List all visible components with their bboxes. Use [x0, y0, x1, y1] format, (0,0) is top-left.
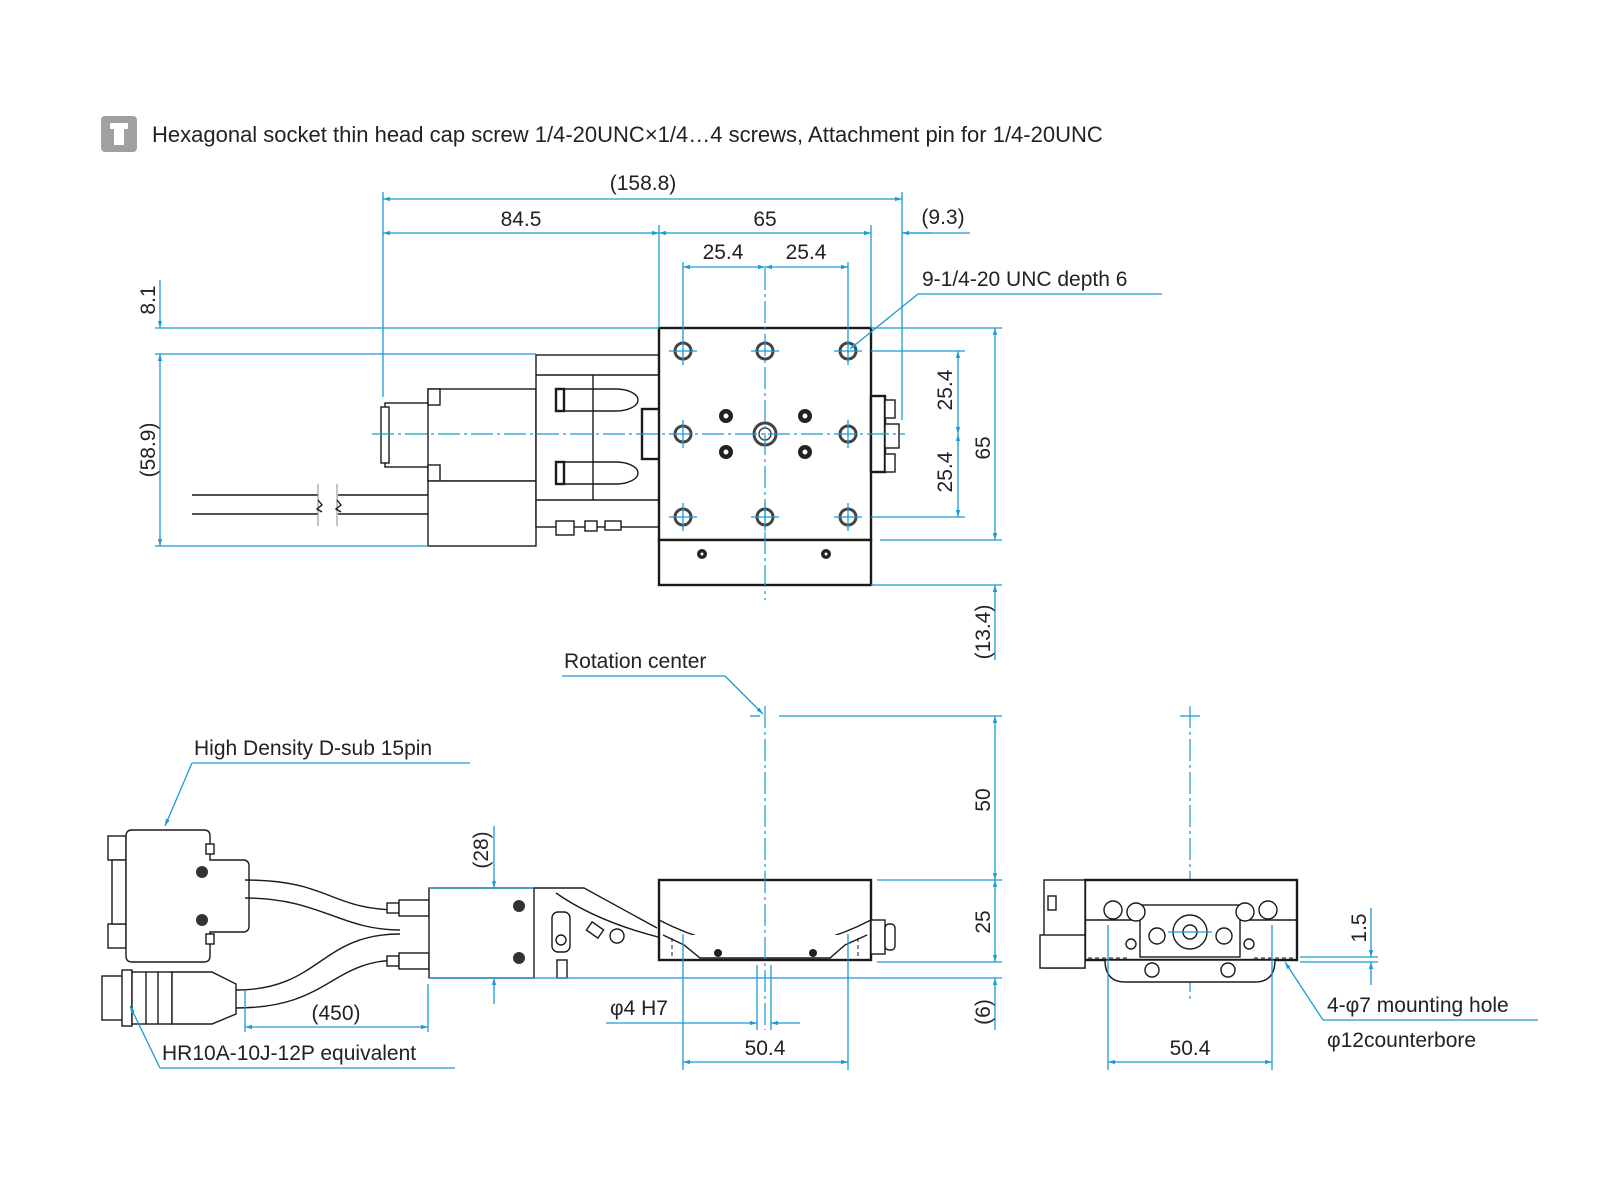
- hr10-connector: [101, 969, 237, 1027]
- dim-hole-pitch-1: 25.4: [703, 241, 744, 264]
- stage-side: [657, 878, 896, 962]
- hr10-label: HR10A-10J-12P equivalent: [162, 1042, 416, 1065]
- cable-break: [192, 484, 428, 526]
- dim-bottom-overhang: (13.4): [972, 605, 995, 660]
- pin-label: φ4 H7: [610, 997, 668, 1020]
- dim-front-hole-span: 50.4: [1170, 1037, 1211, 1060]
- rotation-center-label: Rotation center: [564, 650, 706, 673]
- callout-tapped-holes: 9-1/4-20 UNC depth 6: [849, 268, 1162, 350]
- dim-cable-length: (450): [311, 1002, 360, 1025]
- dim-overall-width: (158.8): [610, 172, 677, 195]
- callout-dsub: High Density D-sub 15pin: [164, 737, 470, 827]
- dim-connector-height: (58.9): [137, 423, 160, 478]
- stage-top: [657, 326, 900, 587]
- dim-stage-side-height: 25: [972, 910, 995, 933]
- top-left-vertical-dimensions: 8.1 (58.9): [137, 280, 659, 547]
- dim-hole-pitch-2: 25.4: [786, 241, 827, 264]
- callout-hr10: HR10A-10J-12P equivalent: [129, 1005, 455, 1069]
- dim-connector-block: (28): [470, 831, 493, 868]
- dim-vert-pitch-1: 25.4: [934, 369, 957, 410]
- dim-base-offset: (6): [972, 999, 995, 1025]
- top-horizontal-dimensions: (158.8) 84.5 65 (9.3) 25.4 25.4: [382, 172, 970, 420]
- dim-vert-pitch-2: 25.4: [934, 451, 957, 492]
- dim-height-to-center: 50: [972, 788, 995, 811]
- connector-block: [386, 887, 659, 979]
- dim-left-offset: 84.5: [501, 208, 542, 231]
- dim-top-offset: 8.1: [137, 285, 160, 314]
- callout-tapped-holes-text: 9-1/4-20 UNC depth 6: [922, 268, 1127, 291]
- dim-side-hole-span: 50.4: [745, 1037, 786, 1060]
- mounting-hole-label: 4-φ7 mounting hole: [1327, 994, 1509, 1017]
- cap-screws: [697, 409, 831, 559]
- header: Hexagonal socket thin head cap screw 1/4…: [101, 116, 1103, 152]
- dsub-label: High Density D-sub 15pin: [194, 737, 432, 760]
- dsub-connector: [107, 829, 250, 963]
- counterbore-label: φ12counterbore: [1327, 1029, 1476, 1052]
- front-view: 50.4 1.5 4-φ7 mounting hole φ12counterbo…: [1039, 706, 1538, 1070]
- side-view: Rotation center High Density D-sub 15pin…: [101, 650, 1002, 1070]
- dim-stage-width: 65: [753, 208, 776, 231]
- callout-rotation-center: Rotation center: [562, 650, 764, 715]
- connector-assembly: [380, 354, 662, 547]
- cap-screw-icon: [101, 116, 137, 152]
- dim-stage-height: 65: [972, 436, 995, 459]
- cables: [235, 879, 401, 1009]
- top-right-vertical-dimensions: 25.4 25.4 65 (13.4): [871, 327, 1002, 660]
- dim-right-overhang: (9.3): [921, 206, 964, 229]
- dim-counterbore-depth: 1.5: [1348, 913, 1371, 942]
- top-view: (158.8) 84.5 65 (9.3) 25.4 25.4 9-1/4-20…: [137, 172, 1162, 660]
- header-text: Hexagonal socket thin head cap screw 1/4…: [152, 122, 1103, 147]
